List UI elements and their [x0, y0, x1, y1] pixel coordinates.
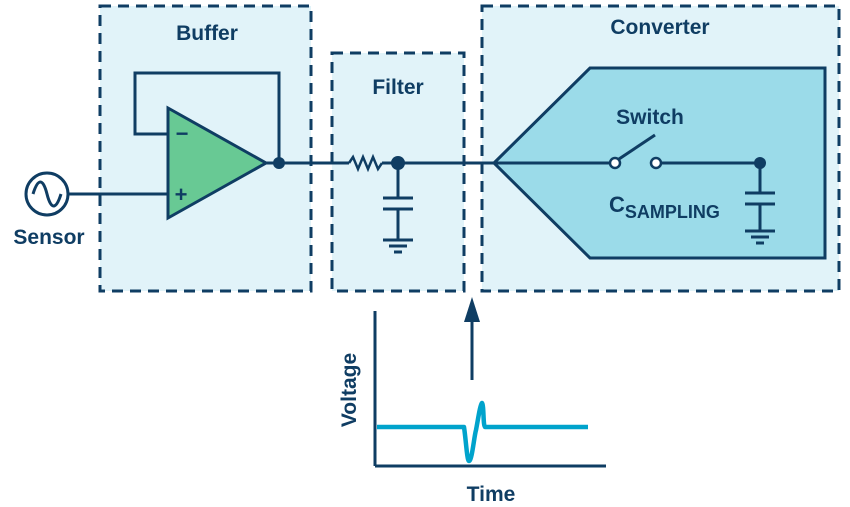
sampling-capacitor-icon: [745, 163, 775, 231]
feedback-wire: [133, 71, 281, 163]
ac-source-icon: [24, 171, 70, 217]
opamp-triangle: [166, 105, 270, 221]
switch-icon: [608, 133, 663, 170]
csampling-main: C: [609, 192, 625, 217]
converter-title: Converter: [610, 16, 709, 39]
filter-capacitor-icon: [383, 163, 413, 240]
plot-xlabel: Time: [467, 483, 516, 506]
filter-title: Filter: [372, 76, 423, 99]
csampling-label: CSAMPLING: [609, 192, 720, 222]
filter-ground-icon: [383, 238, 413, 254]
csampling-subscript: SAMPLING: [625, 202, 720, 222]
sensor-label: Sensor: [13, 226, 84, 249]
buffer-title: Buffer: [176, 22, 238, 45]
probe-arrow-head: [464, 297, 480, 322]
switch-label: Switch: [616, 106, 684, 129]
plot-ylabel: Voltage: [338, 353, 361, 427]
opamp-plus: +: [175, 182, 188, 207]
opamp-minus: −: [176, 121, 189, 146]
resistor-icon: [347, 153, 384, 173]
voltage-glitch-trace: [377, 400, 588, 464]
sampling-ground-icon: [745, 229, 775, 245]
